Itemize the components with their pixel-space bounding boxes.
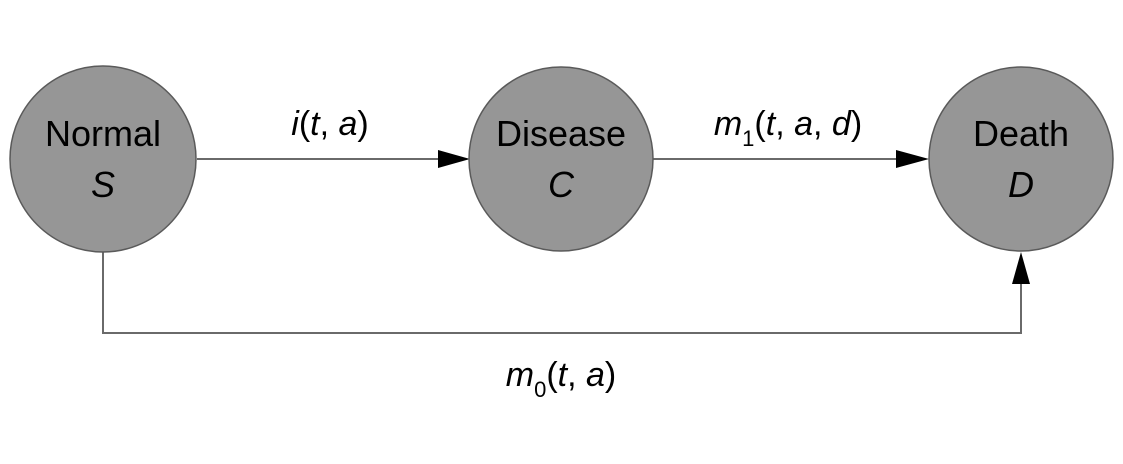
edge-line (102, 252, 1022, 334)
label-subscript: 0 (534, 377, 546, 402)
label-open: ( (299, 105, 311, 143)
label-fn: i (291, 105, 300, 143)
arrowhead-icon (1012, 252, 1030, 284)
label-sep: , (320, 105, 339, 143)
node-symbol: C (548, 164, 575, 205)
node-symbol: D (1008, 164, 1034, 205)
edge-label-baseline-mortality: m0(t, a) (506, 356, 617, 402)
label-arg: a (794, 105, 813, 143)
node-name: Normal (45, 113, 161, 154)
label-arg: d (832, 105, 852, 143)
label-fn: m (506, 356, 534, 394)
node-name: Death (973, 113, 1069, 154)
label-close: ) (605, 356, 616, 394)
edge-label-disease-mortality: m1(t, a, d) (714, 105, 862, 151)
label-close: ) (851, 105, 862, 143)
label-open: ( (754, 105, 766, 143)
node-circle (928, 66, 1114, 252)
arrowhead-icon (896, 150, 929, 168)
label-subscript: 1 (742, 126, 754, 151)
label-arg: a (339, 105, 358, 143)
label-close: ) (357, 105, 368, 143)
node-disease: Disease C (468, 66, 654, 252)
label-open: ( (546, 356, 558, 394)
label-arg: a (586, 356, 605, 394)
node-normal: Normal S (9, 65, 197, 253)
label-arg: t (558, 356, 569, 394)
edge-disease-to-death (653, 150, 929, 168)
label-fn: m (714, 105, 742, 143)
label-sep: , (567, 356, 586, 394)
edge-normal-to-death (102, 252, 1030, 334)
node-circle (468, 66, 654, 252)
edge-label-incidence: i(t, a) (291, 105, 369, 143)
node-name: Disease (496, 113, 626, 154)
node-death: Death D (928, 66, 1114, 252)
label-arg: t (766, 105, 777, 143)
node-circle (9, 65, 197, 253)
node-symbol: S (91, 164, 115, 205)
label-sep: , (813, 105, 832, 143)
edge-normal-to-disease (197, 150, 470, 168)
label-arg: t (310, 105, 321, 143)
arrowhead-icon (438, 150, 470, 168)
label-sep: , (775, 105, 794, 143)
